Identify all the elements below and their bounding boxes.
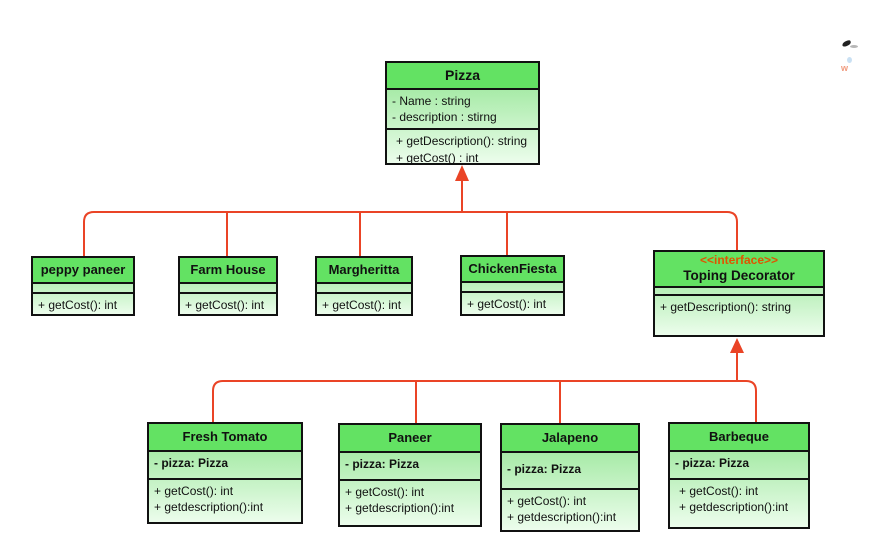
- method-line: + getCost(): int: [38, 298, 118, 312]
- method-line: + getdescription():int: [154, 500, 264, 515]
- class-barbeque-methods: + getCost(): int + getdescription():int: [670, 478, 808, 527]
- class-fresh-tomato-title: Fresh Tomato: [149, 424, 301, 452]
- class-peppy-paneer-title: peppy paneer: [33, 258, 133, 284]
- class-pizza-methods: + getDescription(): string + getCost() :…: [387, 128, 538, 168]
- class-paneer-methods: + getCost(): int + getdescription():int: [340, 479, 480, 525]
- class-chickenfiesta-methods: + getCost(): int: [462, 291, 563, 315]
- method-line: + getDescription(): string: [396, 134, 528, 149]
- class-jalapeno-title: Jalapeno: [502, 425, 638, 453]
- class-barbeque-title: Barbeque: [670, 424, 808, 452]
- attribute-line: - pizza: Pizza: [345, 457, 420, 471]
- class-fresh-tomato-methods: + getCost(): int + getdescription():int: [149, 478, 301, 522]
- method-line: + getCost(): int: [467, 297, 547, 311]
- method-line: + getCost(): int: [185, 298, 265, 312]
- attribute-line: - pizza: Pizza: [154, 456, 229, 470]
- class-margheritta[interactable]: Margheritta + getCost(): int: [315, 256, 413, 316]
- smudge-artifact-blue: [847, 57, 852, 63]
- class-title-label: Margheritta: [328, 261, 400, 277]
- class-title-label: Farm House: [190, 261, 266, 277]
- class-jalapeno-attributes: - pizza: Pizza: [502, 453, 638, 488]
- class-peppy-paneer[interactable]: peppy paneer + getCost(): int: [31, 256, 135, 316]
- smudge-artifact-gray: [850, 45, 858, 48]
- class-title-label: Fresh Tomato: [182, 428, 268, 444]
- class-title-label: Pizza: [444, 66, 480, 83]
- class-paneer[interactable]: Paneer - pizza: Pizza + getCost(): int +…: [338, 423, 482, 527]
- method-line: + getCost(): int: [322, 298, 402, 312]
- method-line: + getCost(): int: [345, 485, 425, 499]
- attribute-line: - pizza: Pizza: [675, 456, 750, 470]
- class-paneer-attributes: - pizza: Pizza: [340, 453, 480, 479]
- smudge-artifact-orange: w: [841, 63, 848, 73]
- interface-toping-decorator-methods: + getDescription(): string: [655, 294, 823, 335]
- class-peppy-paneer-methods: + getCost(): int: [33, 292, 133, 316]
- class-jalapeno-methods: + getCost(): int + getdescription():int: [502, 488, 638, 530]
- attribute-line: - description : stirng: [392, 110, 497, 125]
- class-barbeque-attributes: - pizza: Pizza: [670, 452, 808, 478]
- interface-toping-decorator[interactable]: <<interface>> Toping Decorator + getDesc…: [653, 250, 825, 337]
- class-fresh-tomato-attributes: - pizza: Pizza: [149, 452, 301, 478]
- method-line: + getCost(): int: [154, 484, 234, 498]
- class-margheritta-title: Margheritta: [317, 258, 411, 284]
- class-farm-house-title: Farm House: [180, 258, 276, 284]
- class-farm-house-methods: + getCost(): int: [180, 292, 276, 316]
- attribute-line: - Name : string: [392, 94, 471, 108]
- method-line: + getDescription(): string: [660, 300, 792, 314]
- method-line: + getdescription():int: [345, 501, 455, 516]
- method-line: + getdescription():int: [679, 500, 789, 515]
- method-line: + getCost(): int: [679, 484, 759, 498]
- class-title-label: peppy paneer: [40, 261, 126, 277]
- class-fresh-tomato[interactable]: Fresh Tomato - pizza: Pizza + getCost():…: [147, 422, 303, 524]
- class-title-label: Barbeque: [709, 428, 769, 444]
- connector-bottom-tree: [212, 380, 757, 422]
- stereotype-label: <<interface>>: [699, 253, 779, 268]
- method-line: + getCost(): int: [507, 494, 587, 508]
- class-pizza-attributes: - Name : string - description : stirng: [387, 90, 538, 128]
- class-margheritta-attributes: [317, 284, 411, 292]
- class-farm-house[interactable]: Farm House + getCost(): int: [178, 256, 278, 316]
- class-title-label: Jalapeno: [541, 429, 599, 445]
- class-peppy-paneer-attributes: [33, 284, 133, 292]
- connector-top-tree: [83, 211, 738, 256]
- class-margheritta-methods: + getCost(): int: [317, 292, 411, 316]
- class-pizza-title: Pizza: [387, 63, 538, 90]
- method-line: + getCost() : int: [396, 150, 479, 165]
- attribute-line: - pizza: Pizza: [507, 462, 582, 476]
- class-title-label: Paneer: [388, 429, 432, 445]
- arrowhead-to-decorator: [730, 338, 744, 353]
- class-title-label: ChickenFiesta: [468, 260, 557, 276]
- class-title-label: Toping Decorator: [683, 268, 795, 284]
- class-jalapeno[interactable]: Jalapeno - pizza: Pizza + getCost(): int…: [500, 423, 640, 532]
- class-chickenfiesta-attributes: [462, 283, 563, 291]
- class-chickenfiesta-title: ChickenFiesta: [462, 257, 563, 283]
- method-line: + getdescription():int: [507, 510, 617, 525]
- class-chickenfiesta[interactable]: ChickenFiesta + getCost(): int: [460, 255, 565, 316]
- class-farm-house-attributes: [180, 284, 276, 292]
- interface-toping-decorator-title: <<interface>> Toping Decorator: [655, 252, 823, 288]
- class-paneer-title: Paneer: [340, 425, 480, 453]
- class-barbeque[interactable]: Barbeque - pizza: Pizza + getCost(): int…: [668, 422, 810, 529]
- class-pizza[interactable]: Pizza - Name : string - description : st…: [385, 61, 540, 165]
